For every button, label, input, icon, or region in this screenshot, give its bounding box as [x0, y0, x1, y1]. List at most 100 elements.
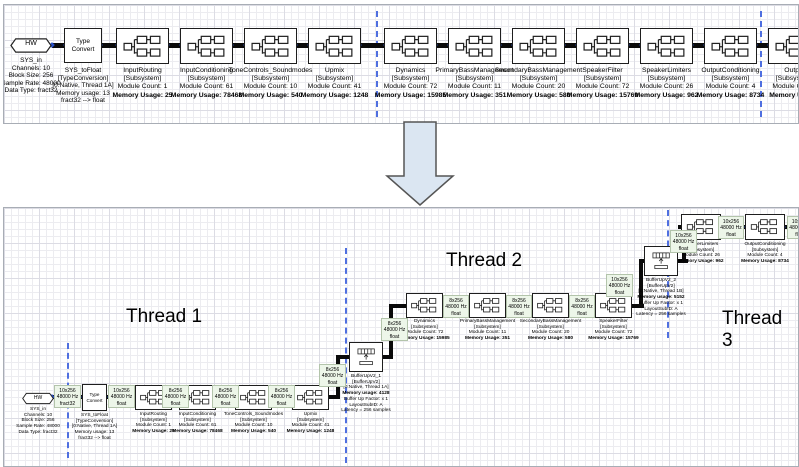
signal-wire — [639, 259, 646, 263]
subsystem-block-primarybass[interactable] — [448, 28, 501, 64]
type-convert-text: Type Convert — [71, 38, 95, 53]
subsystem-block-secondarybass[interactable] — [532, 293, 569, 318]
type-convert-text: Type Convert — [86, 392, 103, 403]
signal-wire — [627, 43, 642, 48]
hw-info: SYS_in Channels: 10 Block Size: 256 Samp… — [3, 57, 61, 95]
block-label: Output[Subsystem] Module Count:Memory Us… — [769, 67, 799, 99]
transform-arrow-icon — [385, 121, 455, 206]
signal-wire — [499, 43, 514, 48]
signal-wire — [167, 43, 182, 48]
block-label: SecondaryBassManagement[Subsystem] Modul… — [494, 67, 583, 99]
subsystem-icon — [250, 34, 292, 58]
subsystem-block-upmix[interactable] — [308, 28, 361, 64]
subsystem-icon — [710, 34, 752, 58]
subsystem-icon — [473, 297, 502, 314]
subsystem-block-inputconditioning[interactable] — [180, 28, 233, 64]
block-label: ToneControls_Soundmodes[Subsystem] Modul… — [228, 67, 313, 99]
subsystem-icon — [239, 389, 268, 406]
subsystem-block-outputconditioning[interactable] — [704, 28, 757, 64]
block-label: SecondaryBassManagement[Subsystem] Modul… — [519, 319, 582, 342]
signal-wire — [389, 304, 408, 308]
signal-wire — [327, 395, 340, 399]
subsystem-block-dynamics[interactable] — [406, 293, 443, 318]
subsystem-block-outputconditioning[interactable] — [745, 214, 785, 240]
subsystem-block-speakerlimiters[interactable] — [640, 28, 693, 64]
subsystem-icon — [314, 34, 356, 58]
subsystem-block-tonecontrols[interactable] — [244, 28, 297, 64]
block-label: ToneControls_Soundmodes[Subsystem] Modul… — [223, 412, 284, 435]
signal-wire — [563, 43, 578, 48]
buffer-icon — [353, 347, 379, 367]
block-label: OutputConditioning[Subsystem] Module Cou… — [741, 242, 789, 265]
buffer-up-block-1[interactable] — [349, 342, 383, 372]
signal-wire — [639, 259, 643, 308]
layout-canvas-top[interactable]: HW SYS_in Channels: 10 Block Size: 256 S… — [3, 4, 799, 124]
subsystem-icon — [582, 34, 624, 58]
block-label: PrimaryBassManagement[Subsystem] Module … — [459, 319, 516, 342]
hw-label: HW — [33, 395, 43, 401]
hw-label: HW — [25, 40, 37, 47]
block-label: SpeakerFilter[Subsystem] Module Count: 7… — [588, 319, 639, 342]
subsystem-block-speakerfilter[interactable] — [595, 293, 632, 318]
signal-wire — [691, 43, 706, 48]
subsystem-block-output[interactable] — [768, 28, 798, 64]
subsystem-block-speakerfilter[interactable] — [576, 28, 629, 64]
signal-wire — [755, 43, 770, 48]
block-label: PrimaryBassManagement[Subsystem] Module … — [435, 67, 514, 99]
block-label: OutputConditioning[Subsystem] Module Cou… — [696, 67, 765, 99]
subsystem-block-upmix[interactable] — [292, 385, 329, 410]
subsystem-icon — [390, 34, 432, 58]
block-label: SYS_toFloat [TypeConversion] [0:Native, … — [52, 67, 114, 105]
thread-boundary-line — [376, 11, 378, 117]
subsystem-icon — [296, 389, 325, 406]
subsystem-block-primarybass[interactable] — [469, 293, 506, 318]
subsystem-block-inputrouting[interactable] — [116, 28, 169, 64]
signal-wire — [52, 43, 66, 48]
subsystem-icon — [646, 34, 688, 58]
type-convert-block[interactable]: Type Convert — [82, 384, 107, 411]
subsystem-block-dynamics[interactable] — [384, 28, 437, 64]
block-label: SYS_toFloat[TypeConversion] [0:Native, T… — [71, 413, 118, 441]
block-label: InputConditioning[Subsystem] Module Coun… — [170, 67, 243, 99]
signal-wire — [336, 355, 351, 359]
signal-wire — [359, 43, 386, 48]
subsystem-icon — [749, 218, 780, 235]
thread-label-1: Thread 1 — [126, 306, 203, 327]
signal-wire — [295, 43, 310, 48]
signal-wire — [381, 355, 393, 359]
subsystem-icon — [122, 34, 164, 58]
subsystem-icon — [536, 297, 565, 314]
subsystem-icon — [518, 34, 560, 58]
block-label: SpeakerFilter[Subsystem] Module Count: 7… — [566, 67, 639, 99]
subsystem-icon — [454, 34, 496, 58]
subsystem-block-secondarybass[interactable] — [512, 28, 565, 64]
subsystem-block-tonecontrols[interactable] — [235, 385, 272, 410]
signal-wire — [630, 304, 644, 308]
signal-wire — [231, 43, 246, 48]
subsystem-icon — [410, 297, 439, 314]
block-label: BufferUpV2_2[BufferUpV2] [0:Native, Thre… — [636, 278, 686, 318]
block-label: InputConditioning[Subsystem] Module Coun… — [172, 412, 223, 435]
signal-wire — [435, 43, 450, 48]
block-label: SpeakerLimiters[Subsystem] Module Count:… — [634, 67, 699, 99]
type-convert-block[interactable]: Type Convert — [64, 28, 102, 63]
thread-label-3: Thread 3 — [722, 308, 783, 351]
